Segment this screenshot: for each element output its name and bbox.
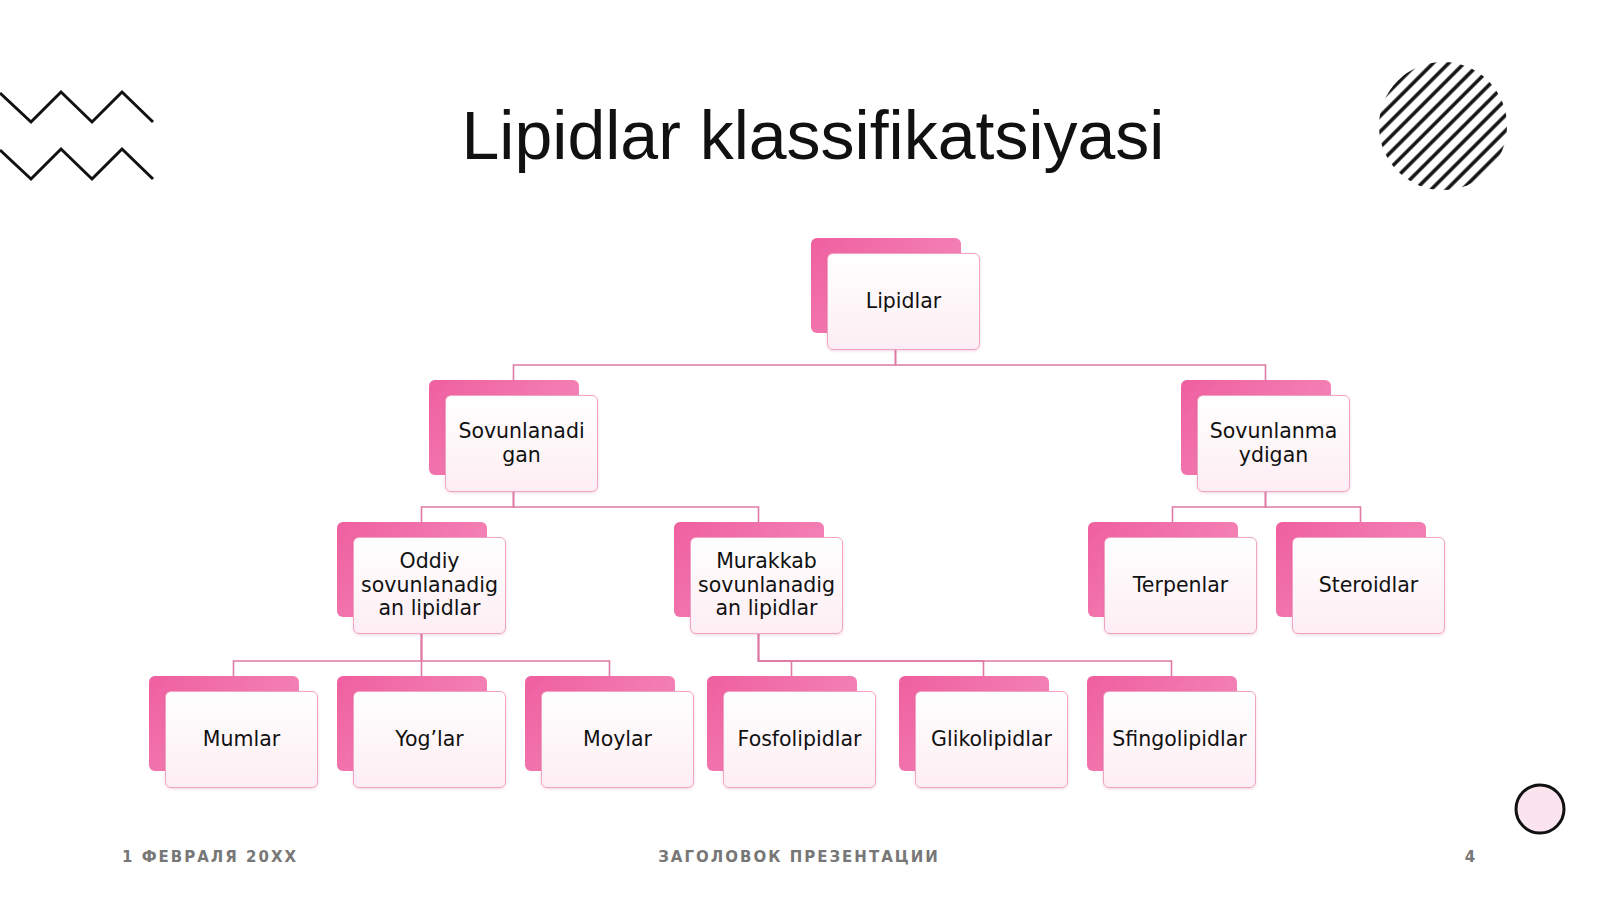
hierarchy-box: Yog’lar [337,676,506,788]
hierarchy-box: Fosfolipidlar [707,676,876,788]
box-label: Fosfolipidlar [731,728,868,752]
tree-connector [514,350,896,380]
tree-connector [759,634,792,676]
hierarchy-box: Oddiy sovunlanadigan lipidlar [337,522,506,634]
hierarchy-box: Sovunlanadigan [429,380,598,492]
box-face: Mumlar [165,691,318,788]
zigzag-line [0,149,153,179]
box-label: Glikolipidlar [923,728,1060,752]
hierarchy-box: Sfingolipidlar [1087,676,1256,788]
tree-connector [514,492,759,522]
hierarchy-box: Glikolipidlar [899,676,1068,788]
box-label: Sovunlanmaydigan [1205,420,1342,468]
box-label: Sfingolipidlar [1111,728,1248,752]
box-face: Sfingolipidlar [1103,691,1256,788]
box-label: Moylar [549,728,686,752]
hierarchy-box: Lipidlar [811,238,980,350]
tree-connector [234,634,422,676]
hierarchy-box: Mumlar [149,676,318,788]
box-face: Steroidlar [1292,537,1445,634]
hierarchy-box: Terpenlar [1088,522,1257,634]
hierarchy-box: Steroidlar [1276,522,1445,634]
tree-connector [422,634,610,676]
box-face: Yog’lar [353,691,506,788]
box-face: Lipidlar [827,253,980,350]
tree-connector [759,634,984,676]
box-label: Yog’lar [361,728,498,752]
box-label: Sovunlanadigan [453,420,590,468]
tree-connector [896,350,1266,380]
box-face: Glikolipidlar [915,691,1068,788]
box-face: Terpenlar [1104,537,1257,634]
box-face: Murakkab sovunlanadigan lipidlar [690,537,843,634]
footer-text: 1 ФЕВРАЛЯ 20XX [122,848,298,866]
box-label: Oddiy sovunlanadigan lipidlar [361,550,498,621]
box-face: Sovunlanadigan [445,395,598,492]
tree-connector [1173,492,1266,522]
hatched-circle [1379,62,1507,190]
box-label: Murakkab sovunlanadigan lipidlar [698,550,835,621]
footer-text: 4 [1465,848,1477,866]
zigzag-line [0,92,153,122]
box-face: Fosfolipidlar [723,691,876,788]
box-label: Steroidlar [1300,574,1437,598]
hierarchy-box: Murakkab sovunlanadigan lipidlar [674,522,843,634]
tree-connector [1266,492,1361,522]
box-face: Moylar [541,691,694,788]
slide-title: Lipidlar klassifikatsiyasi [300,98,1326,173]
small-circle [1516,785,1564,833]
hierarchy-box: Moylar [525,676,694,788]
footer-text: ЗАГОЛОВОК ПРЕЗЕНТАЦИИ [658,848,940,866]
tree-connector [422,492,514,522]
box-label: Lipidlar [835,290,972,314]
box-face: Oddiy sovunlanadigan lipidlar [353,537,506,634]
box-label: Mumlar [173,728,310,752]
hierarchy-box: Sovunlanmaydigan [1181,380,1350,492]
box-label: Terpenlar [1112,574,1249,598]
tree-connector [759,634,1172,676]
box-face: Sovunlanmaydigan [1197,395,1350,492]
